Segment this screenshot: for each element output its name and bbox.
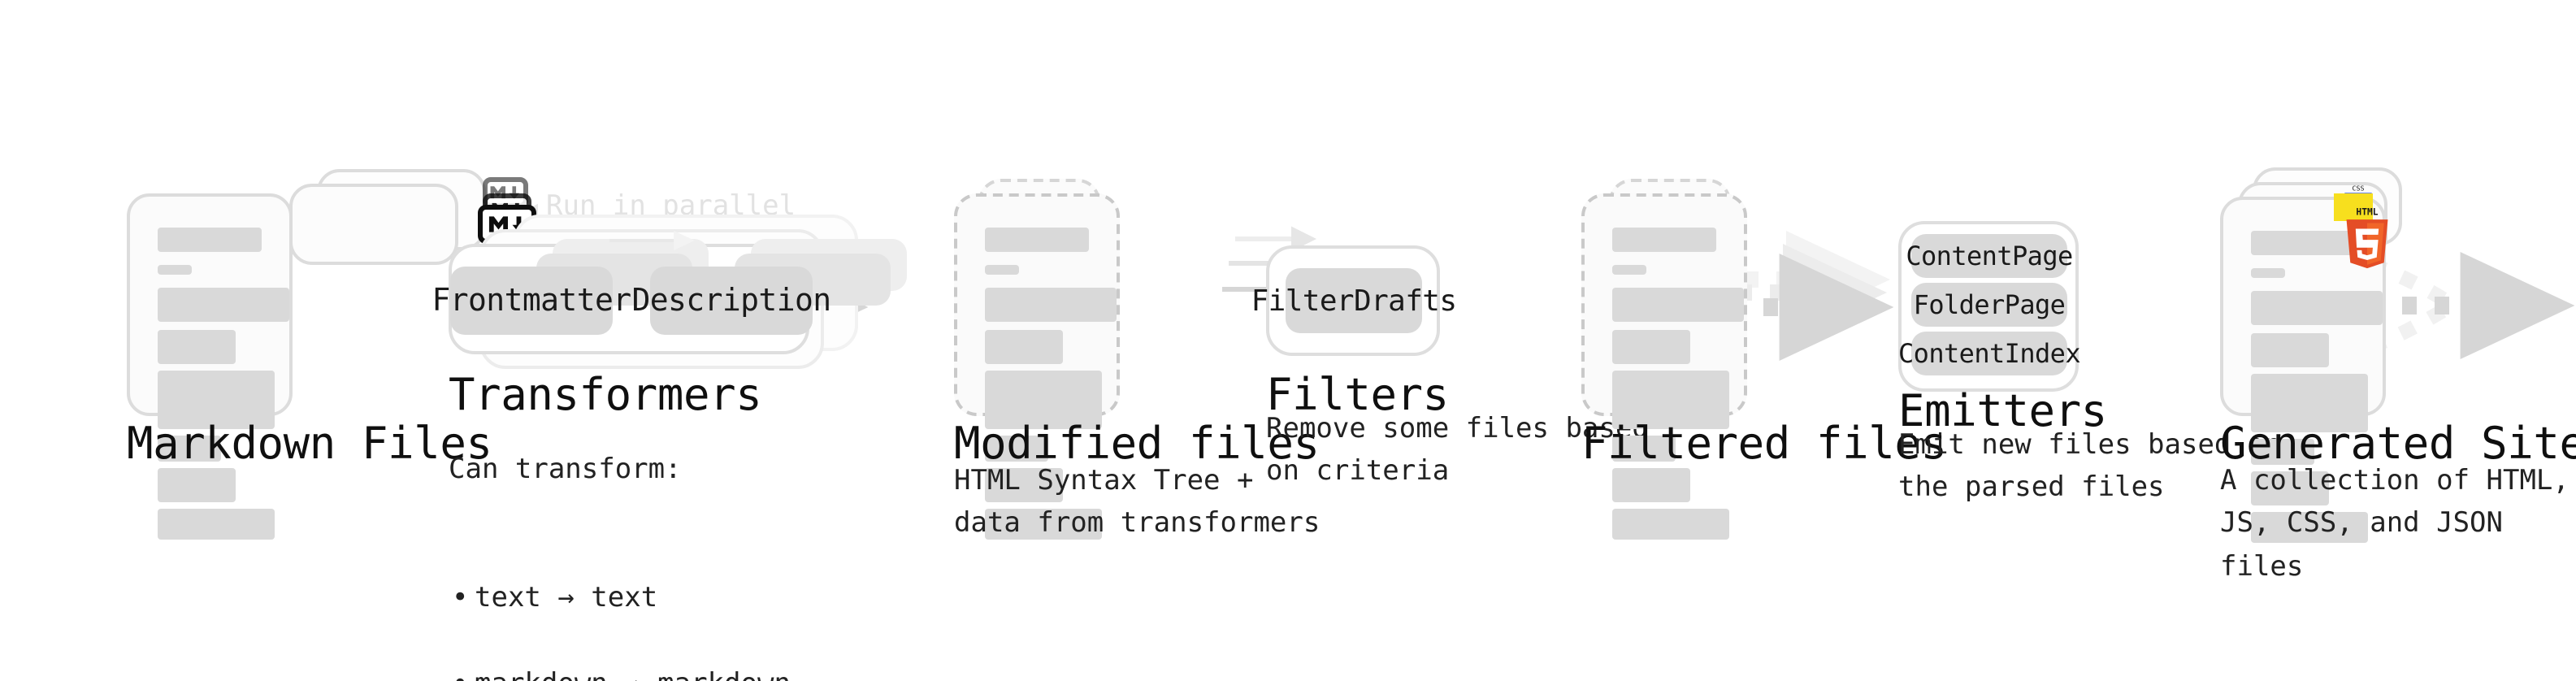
stage-title-transformers: Transformers [449,371,762,421]
stage-title-generated-site: Generated Site [2220,419,2576,470]
skeleton-line [2251,231,2355,255]
stage-subtitle-modified-files: HTML Syntax Tree + data from transformer… [954,465,1321,540]
skeleton-line [985,509,1102,540]
skeleton-line [1612,509,1729,540]
transformers-bullet: markdown → markdown [452,663,791,681]
emitter-chip-contentindex[interactable]: ContentIndex [1898,332,2081,375]
stage-title-filtered-files: Filtered files [1581,419,1947,470]
skeleton-line [1612,265,1646,275]
skeleton-line [985,330,1063,364]
emitter-chip-contentpage[interactable]: ContentPage [1906,234,2073,278]
skeleton-line [1612,436,1676,462]
html5-icon: HTML [2340,205,2394,269]
filter-chip-filterdrafts[interactable]: FilterDrafts [1251,268,1457,333]
filtered-card-front [1581,193,1747,540]
skeleton-line [985,228,1089,252]
markdown-card-front [127,193,293,540]
skeleton-line [1612,288,1744,322]
skeleton-line [158,371,275,429]
javascript-icon [2334,193,2373,221]
skeleton-line [2251,439,2314,465]
css3-icon-label: CSS [2352,184,2364,193]
skeleton-line [985,265,1019,275]
stage-title-modified-files: Modified files [954,419,1320,470]
transformer-chip-frontmatter[interactable]: Frontmatter [432,267,631,335]
transformer-internal-arrows [609,231,695,250]
skeleton-line [158,288,289,322]
stage-title-markdown-files: Markdown Files [127,419,492,470]
transformers-bullet-list: text → text markdown → markdown html → h… [449,535,791,681]
stage-subtitle-generated-site: A collection of HTML, JS, CSS, and JSON … [2220,465,2569,583]
skeleton-line [1612,228,1716,252]
skeleton-line [158,265,192,275]
generated-card-front [2220,197,2386,543]
skeleton-line [158,228,262,252]
skeleton-line [2251,268,2285,278]
html5-icon-label: HTML [2356,207,2378,218]
skeleton-line [985,371,1102,429]
modified-card-front [954,193,1120,540]
skeleton-line [2251,471,2329,505]
transformers-bullet: text → text [452,578,791,621]
skeleton-line [158,509,275,540]
skeleton-line [1612,330,1690,364]
skeleton-line [2251,291,2383,325]
skeleton-line [158,468,236,502]
stage-subtitle-transformers: Can transform: text → text markdown → ma… [449,406,791,681]
skeleton-line [158,436,221,462]
skeleton-line [2251,374,2368,432]
skeleton-line [2251,512,2368,543]
emitter-chip-folderpage[interactable]: FolderPage [1911,283,2067,327]
skeleton-line [985,288,1117,322]
skeleton-line [1612,468,1690,502]
stage-title-emitters: Emitters [1898,387,2107,437]
stage-title-filters: Filters [1266,371,1449,421]
css3-icon: CSS [2342,174,2374,196]
skeleton-line [2251,333,2329,367]
transformer-chip-description[interactable]: Description [631,267,831,335]
skeleton-line [985,436,1048,462]
skeleton-line [985,468,1063,502]
transformers-subtitle-lead: Can transform: [449,453,682,487]
skeleton-line [1612,371,1729,429]
skeleton-line [158,330,236,364]
